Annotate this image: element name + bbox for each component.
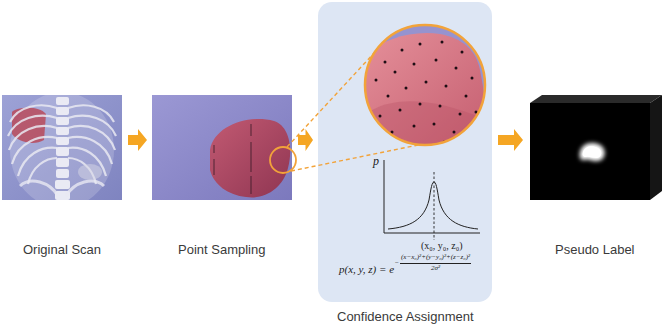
sample-point bbox=[213, 159, 214, 160]
sample-point bbox=[213, 169, 214, 170]
formula-minus: − bbox=[395, 259, 399, 267]
sample-point bbox=[250, 192, 251, 193]
sample-point bbox=[250, 148, 251, 149]
sample-point bbox=[250, 128, 251, 129]
sample-point bbox=[250, 156, 251, 157]
sample-point bbox=[419, 43, 422, 46]
sample-point bbox=[250, 184, 251, 185]
sample-point bbox=[469, 129, 472, 132]
sample-point bbox=[213, 161, 214, 162]
sample-point bbox=[455, 67, 458, 70]
sample-point bbox=[405, 87, 408, 90]
sample-point bbox=[461, 51, 464, 54]
sample-point bbox=[250, 188, 251, 189]
sample-point bbox=[384, 61, 387, 64]
sample-point bbox=[459, 113, 462, 116]
figure-panel: Pseudo Label bbox=[528, 95, 662, 260]
sample-point bbox=[213, 171, 214, 172]
sample-point bbox=[401, 49, 404, 52]
sample-point bbox=[375, 79, 378, 82]
sample-point bbox=[250, 150, 251, 151]
sample-point bbox=[250, 124, 251, 125]
flow-arrow bbox=[498, 129, 523, 151]
sample-point bbox=[250, 152, 251, 153]
sample-point bbox=[250, 178, 251, 179]
sample-point bbox=[250, 162, 251, 163]
figure-panel: Original Scan bbox=[2, 95, 122, 260]
panel-caption: Pseudo Label bbox=[555, 242, 635, 257]
sample-point bbox=[250, 180, 251, 181]
ct-scan bbox=[2, 95, 122, 200]
label-volume bbox=[530, 95, 662, 200]
figure-panel: Point Sampling bbox=[152, 95, 292, 260]
sample-point bbox=[213, 167, 214, 168]
sample-point bbox=[213, 149, 214, 150]
panel-caption: Original Scan bbox=[23, 242, 101, 257]
sample-point bbox=[250, 168, 251, 169]
sample-point bbox=[250, 176, 251, 177]
sample-point bbox=[250, 146, 251, 147]
formula-numerator: (x−x₀)²+(y−y₀)²+(z−z₀)² bbox=[400, 254, 471, 264]
sample-point bbox=[413, 125, 416, 128]
sample-point bbox=[213, 173, 214, 174]
sample-point bbox=[250, 158, 251, 159]
sample-point bbox=[213, 165, 214, 166]
sample-point bbox=[213, 163, 214, 164]
sample-point bbox=[435, 59, 438, 62]
sample-point bbox=[250, 160, 251, 161]
figure-panel: Confidence Assignmentp(x₀, y₀, z₀)p(x, y… bbox=[318, 2, 492, 302]
arrow-shape bbox=[298, 129, 313, 151]
sample-point bbox=[379, 115, 382, 118]
sample-point bbox=[250, 190, 251, 191]
sample-point bbox=[250, 170, 251, 171]
sample-point bbox=[419, 103, 422, 106]
peak-coordinate: (x₀, y₀, z₀) bbox=[421, 240, 463, 251]
formula: p(x, y, z) = e−(x−x₀)²+(y−y₀)²+(z−z₀)²2σ… bbox=[339, 254, 471, 275]
sample-point bbox=[250, 130, 251, 131]
sample-point bbox=[250, 132, 251, 133]
axis-label: p bbox=[373, 154, 379, 169]
panel-caption: Point Sampling bbox=[178, 242, 265, 257]
gaussian-plot bbox=[384, 160, 480, 240]
sample-point bbox=[213, 147, 214, 148]
sample-point bbox=[250, 154, 251, 155]
sample-point bbox=[213, 145, 214, 146]
sample-point bbox=[213, 151, 214, 152]
sample-point bbox=[250, 142, 251, 143]
sample-point bbox=[250, 126, 251, 127]
sample-point bbox=[387, 95, 390, 98]
sample-point bbox=[250, 144, 251, 145]
formula-exponent: −(x−x₀)²+(y−y₀)²+(z−z₀)²2σ² bbox=[395, 254, 471, 272]
sample-point bbox=[250, 166, 251, 167]
formula-base: p(x, y, z) = e bbox=[339, 263, 394, 275]
sample-point bbox=[250, 182, 251, 183]
sample-point bbox=[250, 186, 251, 187]
sample-point bbox=[394, 71, 397, 74]
liver-render bbox=[152, 95, 296, 200]
sample-point bbox=[425, 81, 428, 84]
arrow-shape bbox=[498, 129, 523, 151]
flow-arrow bbox=[128, 129, 147, 151]
sample-point bbox=[471, 77, 474, 80]
zoom-view bbox=[360, 25, 487, 150]
panel-ground bbox=[318, 2, 492, 302]
sample-point bbox=[453, 131, 456, 134]
sample-point bbox=[465, 95, 468, 98]
sample-point bbox=[433, 123, 436, 126]
sample-point bbox=[441, 41, 444, 44]
sample-point bbox=[413, 63, 416, 66]
sample-point bbox=[439, 105, 442, 108]
sample-point bbox=[399, 109, 402, 112]
sample-point bbox=[250, 164, 251, 165]
sample-point bbox=[250, 134, 251, 135]
panel-caption: Confidence Assignment bbox=[337, 309, 474, 324]
formula-fraction: (x−x₀)²+(y−y₀)²+(z−z₀)²2σ² bbox=[400, 254, 471, 272]
arrow-shape bbox=[128, 129, 147, 151]
sample-point bbox=[445, 85, 448, 88]
flow-arrow bbox=[298, 129, 313, 151]
formula-denominator: 2σ² bbox=[431, 264, 440, 273]
